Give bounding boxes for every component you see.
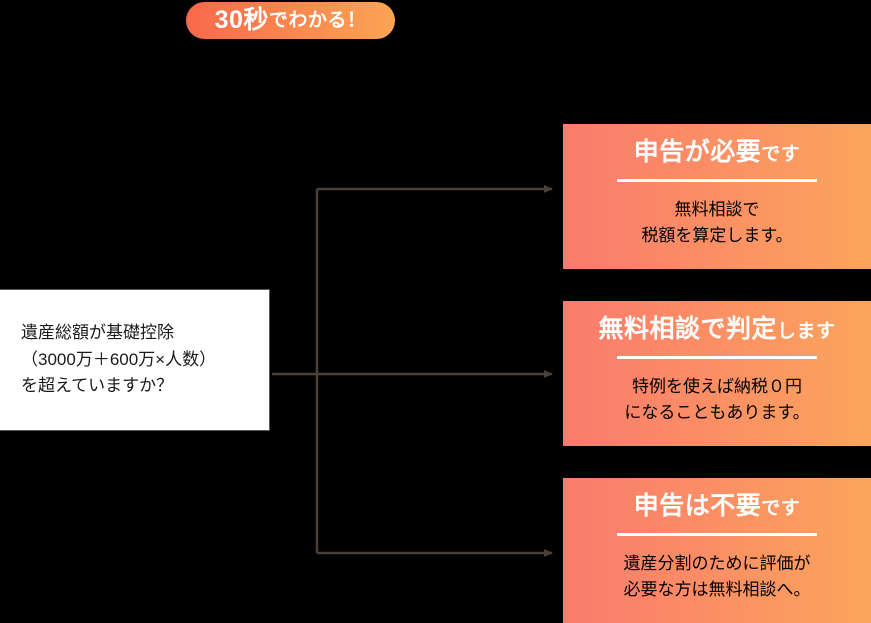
badge-label-large: 30秒 <box>214 6 269 34</box>
card-title-sub: です <box>761 144 801 165</box>
card-title: 申告は不要です <box>563 494 871 519</box>
card-body-text: 無料相談で 税額を算定します。 <box>641 200 793 245</box>
card-title-sub: します <box>777 321 836 342</box>
card-divider <box>617 179 817 182</box>
card-title-main: 申告が必要 <box>633 138 762 166</box>
result-card-no-filing: 申告は不要です 遺産分割のために評価が 必要な方は無料相談へ。 <box>563 478 871 623</box>
card-body-text: 遺産分割のために評価が 必要な方は無料相談へ。 <box>623 554 811 599</box>
card-body-text: 特例を使えば納税０円 になることもあります。 <box>624 377 810 422</box>
inheritance-threshold-question: 遺産総額が基礎控除 （3000万＋600万×人数） を超えていますか？ <box>0 289 270 431</box>
card-divider <box>617 533 817 536</box>
card-title: 申告が必要です <box>563 140 871 165</box>
card-divider <box>617 356 817 359</box>
card-title-main: 無料相談で判定 <box>598 315 777 343</box>
30-seconds-badge: 30秒でわかる！ <box>186 2 395 39</box>
result-card-free-consultation: 無料相談で判定します 特例を使えば納税０円 になることもあります。 <box>563 301 871 446</box>
card-title: 無料相談で判定します <box>563 317 871 342</box>
result-card-filing-required: 申告が必要です 無料相談で 税額を算定します。 <box>563 124 871 269</box>
badge-label-small: でわかる！ <box>268 10 367 31</box>
card-title-sub: です <box>761 498 801 519</box>
card-title-main: 申告は不要 <box>633 492 762 520</box>
question-text: 遺産総額が基礎控除 （3000万＋600万×人数） を超えていますか？ <box>21 323 217 396</box>
